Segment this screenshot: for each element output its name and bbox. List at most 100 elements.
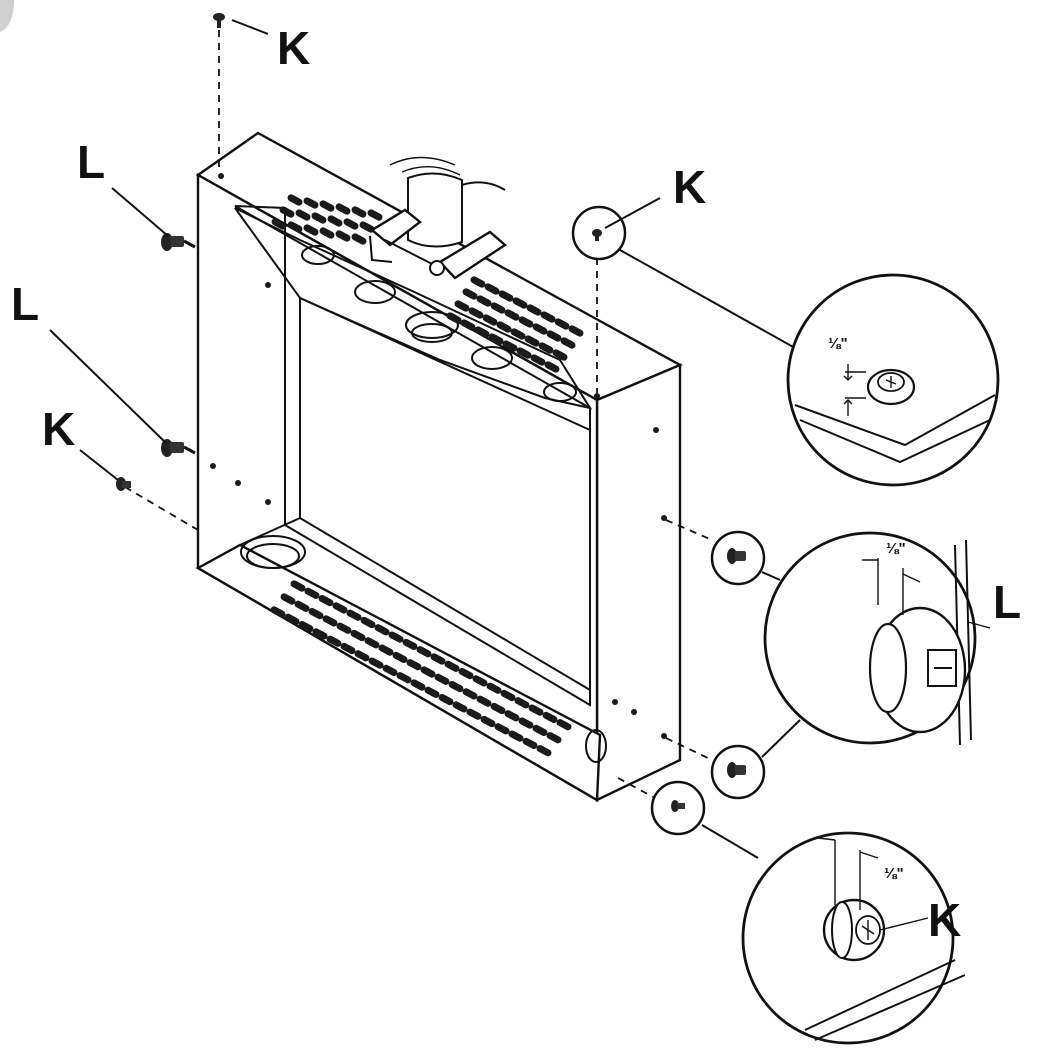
vent-slot [332,602,348,614]
screw-l-lower [161,439,196,457]
screw-k-top [213,13,225,28]
vent-slot [351,206,367,218]
vent-slot [472,675,488,687]
vent-slot [498,290,514,302]
side-fitting [585,729,607,763]
vent-slot [354,650,370,662]
vent-slot [343,218,359,230]
vent-slot [518,717,534,729]
vent-slot [538,342,554,354]
vent-slot [568,325,584,337]
vent-slot [556,719,572,731]
label-l-detail: L [993,576,1021,628]
vent-collar-inner [411,323,453,343]
vent-slot [382,664,398,677]
vent-slot [554,318,570,330]
vent-slot [284,613,300,625]
vent-slot [532,724,548,737]
vent-slot [448,680,464,693]
vent-slot [542,711,558,724]
inner-frame [234,205,591,707]
vent-slot [367,209,383,221]
vent-slot [438,693,454,706]
vent-slot [444,660,460,672]
vent-slot [340,642,356,655]
vent-slot [410,679,426,691]
vent-slot [271,218,287,230]
bracket-hole [354,280,396,304]
vent-slot [295,209,311,221]
vent-slot [560,337,576,349]
screw-l-upper [161,233,196,251]
vent-slot [458,667,474,680]
bottom-hole-inner [246,543,300,569]
vent-slot [364,637,380,649]
vent-slot [346,609,362,621]
vent-slot [460,319,476,331]
screw-holes [210,173,667,739]
label-k-detail: K [928,894,961,946]
vent-slot [494,723,510,735]
vent-slot [322,615,338,627]
vent-slot [512,297,528,309]
vent-slot [462,688,478,700]
bracket-hole [301,245,335,265]
callout-small-l-upper [710,530,766,586]
vent-slot [351,233,367,245]
vent-slot [430,653,446,665]
vent-slot [279,206,295,218]
vent-slot [544,361,560,373]
callout-connectors [619,249,801,859]
vent-slot [482,314,498,326]
vent-slot [434,673,450,685]
inner-bracket [234,207,593,410]
vent-slot [468,307,484,319]
vent-slot [470,276,486,288]
vent-slot [287,221,303,233]
vent-slot [318,594,334,607]
viewing-window [299,296,591,692]
gas-pipe [369,156,507,280]
vent-slot [420,666,436,678]
dimension-top: ⅛" [828,335,848,352]
detail-circle-middle [763,531,991,746]
dimension-bottom: ⅛" [884,865,904,882]
vent-slot [522,737,538,750]
vent-slot [446,312,462,324]
vent-slot [270,606,286,618]
vent-slot [335,203,351,215]
vent-slot [319,200,335,212]
vent-slot [462,288,478,300]
vent-slot [287,194,303,206]
vent-slot [504,710,520,722]
vent-slot [516,347,532,359]
vent-slot [484,283,500,295]
vent-slot [500,689,516,702]
vent-slot [388,631,404,643]
vent-slot [298,620,314,633]
vent-slot [374,624,390,636]
vent-slot [490,302,506,314]
vent-slot [392,651,408,664]
vent-slot [312,628,328,640]
corner-artifact [0,0,14,32]
vent-slot [546,732,562,744]
label-leaders [49,19,661,481]
vent-slot [496,321,512,333]
vent-slot [488,333,504,345]
vent-slot [319,227,335,239]
vent-slot [336,622,352,634]
right-side-panel [595,363,682,802]
vent-slot [308,607,324,620]
vent-slot [368,657,384,669]
detail-circle-bottom [741,831,966,1045]
vent-slot [303,197,319,209]
vent-slot [335,230,351,242]
vent-slot [508,730,524,742]
vent-slot [536,745,552,757]
vent-slot [290,580,306,592]
vent-slot [424,686,440,698]
vent-slot [327,215,343,227]
vent-slot [396,672,412,684]
vent-slot [540,311,556,323]
